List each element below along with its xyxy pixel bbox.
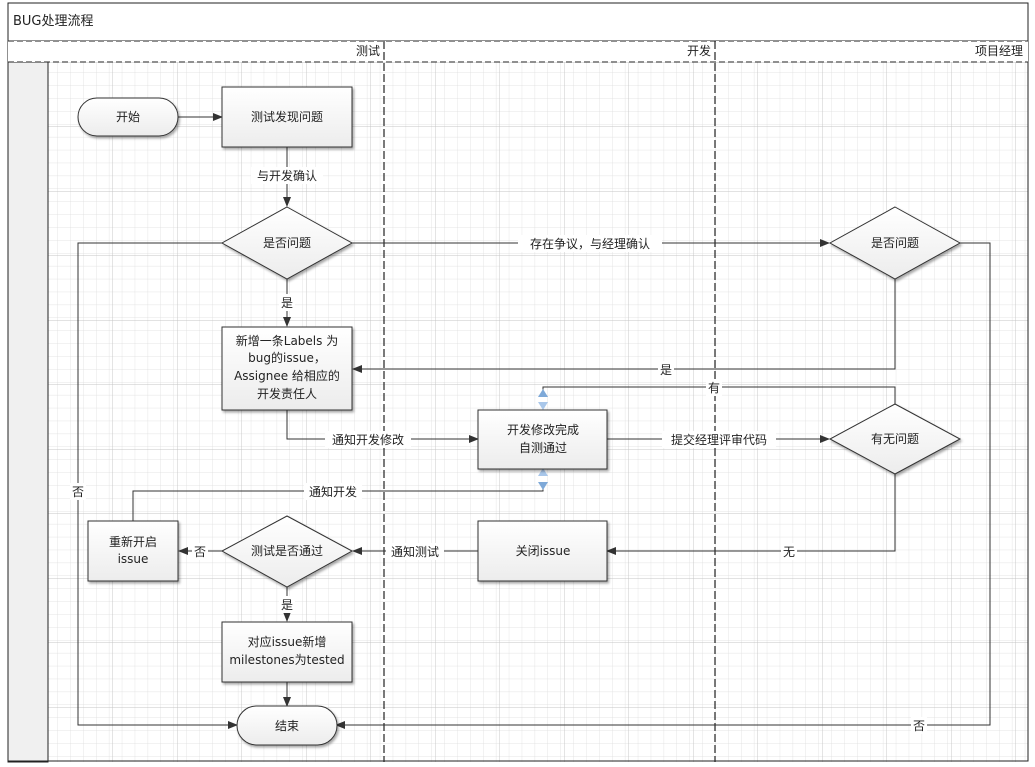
decision-test-label: 是否问题 bbox=[263, 236, 311, 250]
reopen-line: issue bbox=[118, 552, 149, 566]
edge-label-none: 无 bbox=[783, 545, 795, 559]
new-issue-line: bug的issue， bbox=[248, 350, 326, 365]
edge-notify-fix bbox=[286, 410, 479, 443]
start-terminal bbox=[77, 97, 179, 137]
edge-label-notify-fix: 通知开发修改 bbox=[332, 432, 404, 447]
process-new-issue bbox=[221, 326, 353, 411]
start-label: 开始 bbox=[116, 110, 140, 124]
edge-label-no-reopen: 否 bbox=[194, 545, 206, 559]
edge-label-has: 有 bbox=[708, 381, 720, 395]
dev-fix-line: 自测通过 bbox=[519, 441, 567, 455]
connection-point-icon bbox=[538, 482, 548, 490]
decision-test-pass bbox=[220, 515, 354, 588]
dev-fix-line: 开发修改完成 bbox=[507, 422, 579, 437]
edge-label-yes-pass: 是 bbox=[281, 598, 293, 612]
edge-label-no-left: 否 bbox=[72, 485, 84, 499]
decision-pm-label: 是否问题 bbox=[871, 236, 919, 250]
edge-pm-no bbox=[335, 242, 991, 729]
decision-has-issue bbox=[828, 403, 962, 475]
new-issue-line: 开发责任人 bbox=[257, 386, 317, 401]
process-find-problem bbox=[221, 86, 353, 148]
milestone-line: 对应issue新增 bbox=[248, 634, 327, 649]
connection-point-icon bbox=[538, 402, 548, 410]
end-label: 结束 bbox=[275, 719, 299, 733]
edge-label-yes: 是 bbox=[281, 296, 293, 310]
decision-is-issue-test bbox=[220, 206, 354, 280]
end-terminal bbox=[236, 705, 338, 746]
lane-label-pm: 项目经理 bbox=[975, 44, 1023, 58]
reopen-line: 重新开启 bbox=[109, 534, 157, 549]
test-pass-label: 测试是否通过 bbox=[251, 543, 323, 558]
edge-label-dispute: 存在争议，与经理确认 bbox=[530, 237, 650, 251]
edge-label-submit-review: 提交经理评审代码 bbox=[671, 432, 767, 447]
edge-label-no-pm: 否 bbox=[913, 719, 925, 733]
close-issue-label: 关闭issue bbox=[516, 544, 571, 558]
connection-point-icon bbox=[538, 389, 548, 397]
connection-point-icon bbox=[538, 468, 548, 476]
edge-label-notify-test: 通知测试 bbox=[391, 544, 439, 559]
decision-is-issue-pm bbox=[828, 206, 962, 280]
find-label: 测试发现问题 bbox=[251, 109, 323, 124]
lane-label-test: 测试 bbox=[356, 43, 380, 58]
lane-label-dev: 开发 bbox=[687, 43, 711, 58]
edge-label-confirm-dev: 与开发确认 bbox=[257, 168, 317, 183]
process-dev-fix bbox=[477, 409, 608, 470]
process-milestone bbox=[221, 621, 353, 683]
edge-none bbox=[606, 474, 896, 555]
new-issue-line: Assignee 给相应的 bbox=[234, 368, 340, 383]
milestone-line: milestones为tested bbox=[229, 653, 344, 667]
process-reopen-issue bbox=[87, 520, 179, 582]
has-issue-label: 有无问题 bbox=[871, 432, 919, 446]
new-issue-line: 新增一条Labels 为 bbox=[236, 333, 338, 348]
edge-label-notify-dev: 通知开发 bbox=[309, 484, 357, 499]
diagram-title: BUG处理流程 bbox=[13, 14, 94, 29]
process-close-issue bbox=[477, 520, 608, 582]
edge-label-yes-pm: 是 bbox=[660, 363, 672, 377]
edge-pm-yes bbox=[352, 279, 896, 373]
